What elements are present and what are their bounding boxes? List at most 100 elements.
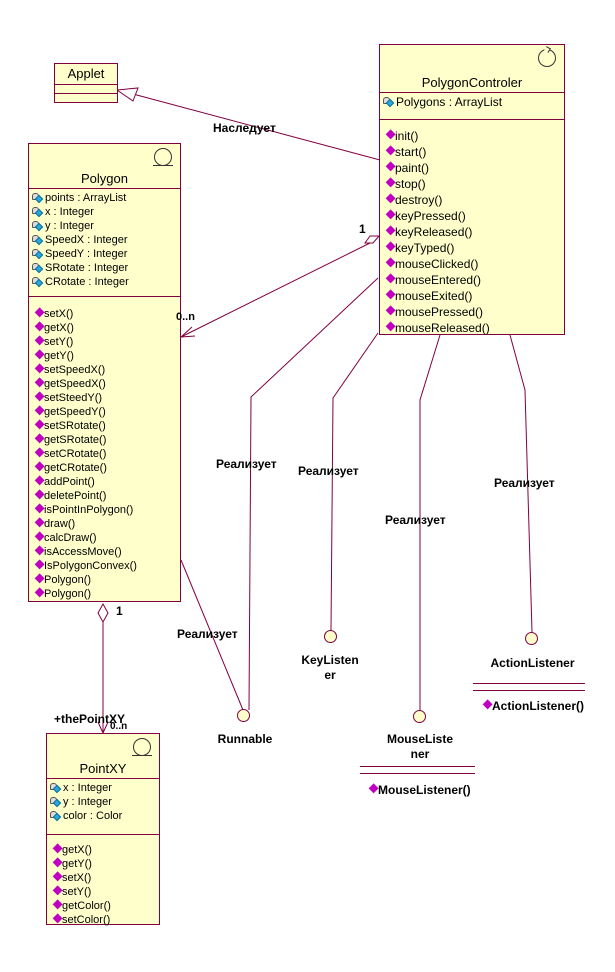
realize-line-runnable-controler bbox=[248, 277, 379, 711]
operation-row: keyReleased() bbox=[383, 224, 564, 240]
operation-row: setX() bbox=[32, 306, 180, 321]
protected-attribute-icon bbox=[50, 811, 62, 822]
operation-row: Polygon() bbox=[32, 586, 180, 601]
inherits-line bbox=[132, 93, 381, 161]
entity-stereotype-icon bbox=[132, 738, 152, 756]
operation-row: keyTyped() bbox=[383, 240, 564, 256]
operation-row: deletePoint() bbox=[32, 488, 180, 503]
class-polygon[interactable]: Polygon points : ArrayList x : Integer y… bbox=[28, 143, 181, 602]
interface-actionlistener-lollipop-icon[interactable] bbox=[525, 632, 538, 645]
operation-row: getSRotate() bbox=[32, 432, 180, 447]
operation-row: init() bbox=[383, 128, 564, 144]
operation-row: getCRotate() bbox=[32, 460, 180, 475]
operation-row: mouseExited() bbox=[383, 288, 564, 304]
operation-row: keyPressed() bbox=[383, 208, 564, 224]
operation-row: setSteedY() bbox=[32, 390, 180, 405]
interface-runnable-lollipop-icon[interactable] bbox=[237, 709, 250, 722]
operation-row: getSpeedY() bbox=[32, 404, 180, 419]
protected-attribute-icon bbox=[32, 207, 44, 218]
inherits-arrowhead bbox=[115, 87, 139, 102]
entity-stereotype-icon bbox=[153, 148, 173, 166]
operation-row: setY() bbox=[32, 334, 180, 349]
actionlistener-operation: ActionListener() bbox=[480, 698, 584, 713]
operation-row: stop() bbox=[383, 176, 564, 192]
attribute-row: SpeedX : Integer bbox=[32, 233, 180, 247]
aggregation-diamond-polygon bbox=[97, 602, 109, 624]
attribute-row: x : Integer bbox=[32, 205, 180, 219]
operation-row: setCRotate() bbox=[32, 446, 180, 461]
control-stereotype-icon bbox=[538, 49, 556, 67]
actionlistener-separator bbox=[473, 690, 585, 691]
mouselistener-operation: MouseListener() bbox=[366, 782, 471, 797]
operation-row: calcDraw() bbox=[32, 530, 180, 545]
class-header: Applet bbox=[55, 64, 117, 85]
attribute-row: points : ArrayList bbox=[32, 191, 180, 205]
protected-attribute-icon bbox=[32, 277, 44, 288]
realizes-label-runnable-polygon: Реализует bbox=[177, 627, 238, 641]
realize-line-actionlistener bbox=[509, 334, 533, 633]
operation-row: setX() bbox=[50, 870, 159, 885]
class-name: PointXY bbox=[79, 761, 127, 776]
operation-row: paint() bbox=[383, 160, 564, 176]
attribute-row: x : Integer bbox=[50, 781, 159, 795]
interface-mouselistener-lollipop-icon[interactable] bbox=[413, 710, 426, 723]
interface-keylistener-lollipop-icon[interactable] bbox=[324, 630, 337, 643]
realizes-label-actionlistener: Реализует bbox=[494, 476, 555, 490]
attributes-section: points : ArrayList x : Integer y : Integ… bbox=[29, 189, 180, 297]
attribute-row: color : Color bbox=[50, 809, 159, 823]
mouselistener-separator bbox=[360, 773, 475, 774]
actionlistener-separator bbox=[473, 683, 585, 684]
operation-row: getSpeedX() bbox=[32, 376, 180, 391]
class-header: Polygon bbox=[29, 144, 180, 189]
operation-row: getY() bbox=[32, 348, 180, 363]
protected-attribute-icon bbox=[32, 235, 44, 246]
attribute-row: SpeedY : Integer bbox=[32, 247, 180, 261]
protected-attribute-icon bbox=[32, 263, 44, 274]
operation-row: mousePressed() bbox=[383, 304, 564, 320]
attributes-section bbox=[55, 85, 117, 94]
protected-attribute-icon bbox=[50, 783, 62, 794]
operation-row: setColor() bbox=[50, 912, 159, 927]
protected-attribute-icon bbox=[50, 797, 62, 808]
operation-row: getX() bbox=[50, 842, 159, 857]
operations-section: setX() getX() setY() getY() setSpeedX() … bbox=[29, 297, 180, 604]
interface-runnable-name: Runnable bbox=[217, 732, 273, 746]
operation-row: start() bbox=[383, 144, 564, 160]
realizes-label-mouselistener: Реализует bbox=[385, 513, 446, 527]
attribute-row: Polygons : ArrayList bbox=[383, 94, 564, 110]
attribute-row: y : Integer bbox=[50, 795, 159, 809]
attributes-section: x : Integer y : Integer color : Color bbox=[47, 779, 159, 835]
operations-section bbox=[55, 94, 117, 102]
class-header: PointXY bbox=[47, 734, 159, 779]
operation-row: setY() bbox=[50, 884, 159, 899]
operation-row: setSRotate() bbox=[32, 418, 180, 433]
operation-row: setSpeedX() bbox=[32, 362, 180, 377]
interface-actionlistener-name: ActionListener bbox=[490, 656, 575, 670]
operation-row: getX() bbox=[32, 320, 180, 335]
protected-attribute-icon bbox=[32, 193, 44, 204]
operation-row: getY() bbox=[50, 856, 159, 871]
class-name: PolygonControler bbox=[421, 75, 523, 90]
protected-attribute-icon bbox=[32, 249, 44, 260]
operation-row: Polygon() bbox=[32, 572, 180, 587]
operation-row: isPointInPolygon() bbox=[32, 502, 180, 517]
operation-row: draw() bbox=[32, 516, 180, 531]
realize-line-runnable-polygon bbox=[180, 559, 244, 711]
realizes-label-keylistener: Реализует bbox=[298, 464, 359, 478]
protected-attribute-icon bbox=[383, 97, 395, 108]
class-pointxy[interactable]: PointXY x : Integer y : Integer color : … bbox=[46, 733, 160, 927]
realize-line-keylistener bbox=[330, 332, 379, 631]
role-thepointxy: +thePointXY bbox=[54, 712, 126, 726]
operation-row: mouseClicked() bbox=[383, 256, 564, 272]
class-polygon-controler[interactable]: PolygonControler Polygons : ArrayList in… bbox=[379, 44, 565, 335]
attributes-section: Polygons : ArrayList bbox=[380, 93, 564, 120]
operation-row: isAccessMove() bbox=[32, 544, 180, 559]
class-name: Applet bbox=[67, 66, 105, 81]
interface-keylistener-name: KeyListen er bbox=[301, 653, 359, 682]
multiplicity-polygon: 0..n bbox=[176, 311, 195, 323]
operation-row: destroy() bbox=[383, 192, 564, 208]
class-applet[interactable]: Applet bbox=[54, 63, 118, 103]
attribute-row: CRotate : Integer bbox=[32, 275, 180, 289]
mouselistener-separator bbox=[360, 766, 475, 767]
